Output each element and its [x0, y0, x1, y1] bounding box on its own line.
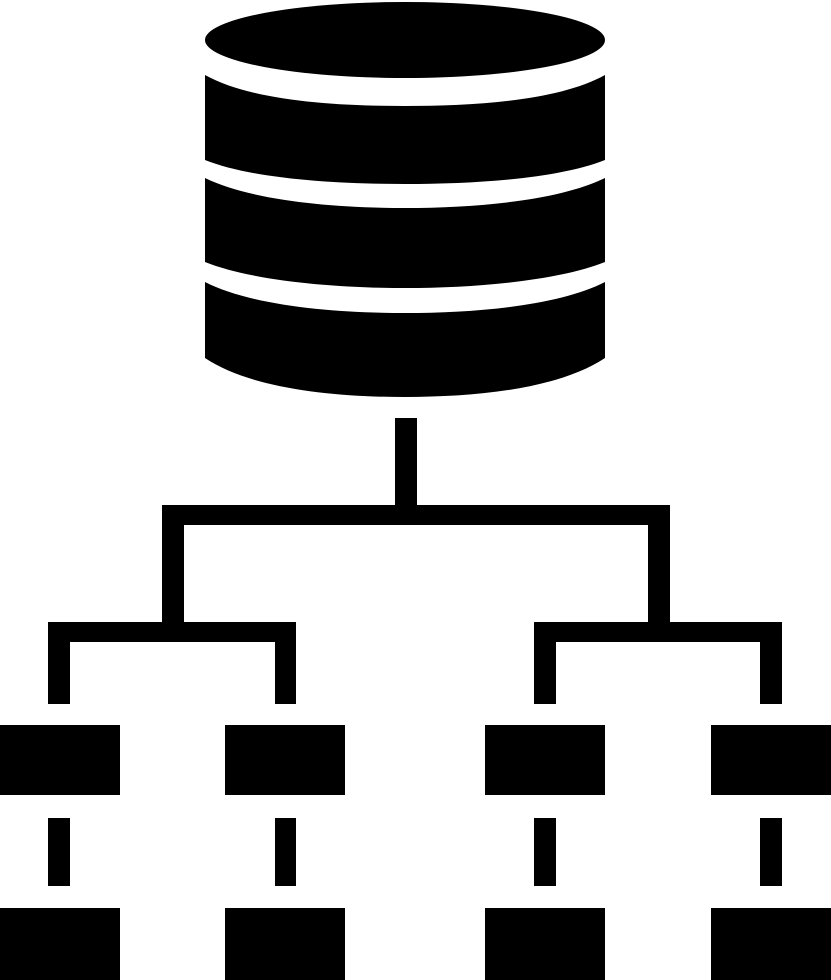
- left-leaf-drop-2: [275, 622, 296, 704]
- right-sub-bar: [534, 622, 782, 642]
- database-layer-2: [205, 178, 605, 288]
- trunk-line: [395, 418, 417, 510]
- left-branch-drop: [162, 505, 184, 635]
- database-top-disk: [205, 2, 605, 78]
- database-layer-3: [205, 282, 605, 397]
- top-row-blocks: [0, 725, 831, 795]
- block-top-4: [711, 725, 831, 795]
- block-bottom-1: [0, 908, 120, 980]
- block-top-1: [0, 725, 120, 795]
- row-connector-2: [275, 818, 296, 886]
- row-connectors: [48, 818, 782, 886]
- right-leaf-drop-1: [534, 622, 556, 704]
- row-connector-1: [48, 818, 70, 886]
- database-layer-1: [205, 75, 605, 184]
- bottom-row-blocks: [0, 908, 831, 980]
- right-branch-drop: [648, 505, 670, 635]
- left-leaf-drop-1: [48, 622, 70, 704]
- hierarchy-connectors: [48, 418, 782, 704]
- block-bottom-4: [711, 908, 831, 980]
- left-sub-bar: [48, 622, 296, 642]
- block-top-3: [485, 725, 605, 795]
- block-bottom-3: [485, 908, 605, 980]
- block-top-2: [225, 725, 345, 795]
- row-connector-3: [534, 818, 556, 886]
- row-connector-4: [760, 818, 782, 886]
- block-bottom-2: [225, 908, 345, 980]
- right-leaf-drop-2: [760, 622, 782, 704]
- main-bar: [162, 505, 670, 525]
- database-icon: [205, 2, 605, 397]
